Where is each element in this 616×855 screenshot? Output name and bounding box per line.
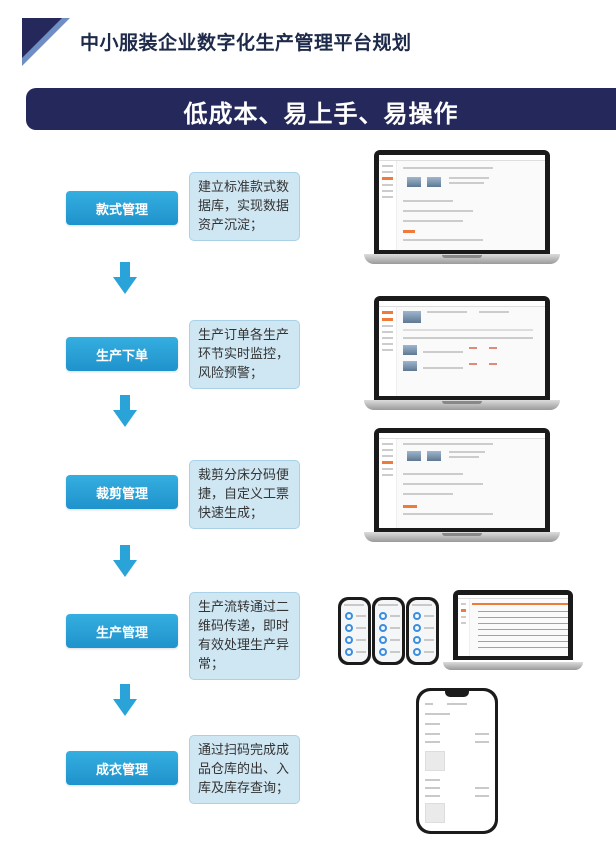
phone-garment-screenshot (416, 688, 498, 834)
phone-screenshot (338, 597, 371, 665)
step-style-management-desc: 建立标准款式数据库，实现数据资产沉淀； (189, 172, 300, 241)
page-title: 中小服装企业数字化生产管理平台规划 (80, 32, 412, 54)
step-cutting-management-desc: 裁剪分床分码便捷，自定义工票快速生成； (189, 460, 300, 529)
down-arrow-icon (113, 684, 137, 716)
phone-screenshot (406, 597, 439, 665)
step-garment-management-desc: 通过扫码完成成品仓库的出、入库及库存查询； (189, 735, 300, 804)
step-style-management-button[interactable]: 款式管理 (66, 191, 178, 225)
laptop-production-screenshot (443, 590, 583, 670)
laptop-cutting-screenshot (364, 428, 560, 542)
step-production-order-button[interactable]: 生产下单 (66, 337, 178, 371)
step-cutting-management-button[interactable]: 裁剪管理 (66, 475, 178, 509)
laptop-order-screenshot (364, 296, 560, 410)
slogan-banner: 低成本、易上手、易操作 (26, 88, 616, 130)
laptop-style-screenshot (364, 150, 560, 264)
corner-triangle-icon (22, 18, 70, 66)
slogan-text: 低成本、易上手、易操作 (183, 99, 459, 128)
phone-screenshot (372, 597, 405, 665)
step-garment-management-button[interactable]: 成衣管理 (66, 751, 178, 785)
step-production-management-desc: 生产流转通过二维码传递，即时有效处理生产异常； (189, 592, 300, 680)
step-production-management-button[interactable]: 生产管理 (66, 614, 178, 648)
down-arrow-icon (113, 545, 137, 577)
down-arrow-icon (113, 262, 137, 294)
down-arrow-icon (113, 395, 137, 427)
step-production-order-desc: 生产订单各生产环节实时监控，风险预警； (189, 320, 300, 389)
